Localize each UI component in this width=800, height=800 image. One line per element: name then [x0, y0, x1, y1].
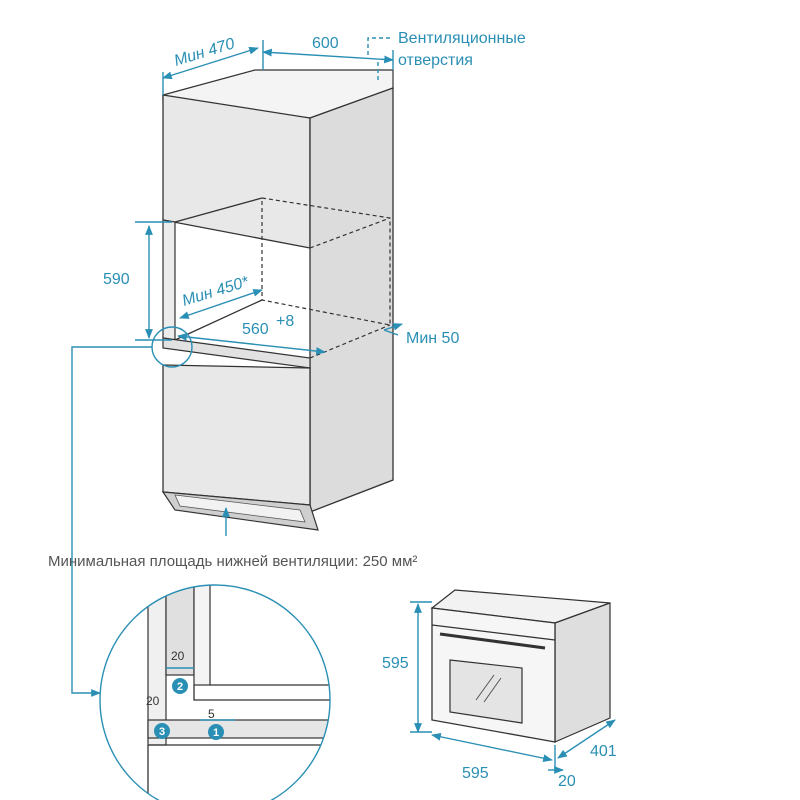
detail-circle-outline	[99, 584, 331, 800]
oven-window	[449, 659, 523, 724]
svg-text:3: 3	[159, 726, 165, 738]
cabinet-right-side	[309, 87, 394, 513]
oven-side	[554, 602, 611, 743]
vent-label-line2: отверстия	[398, 52, 473, 69]
niche-width-tolerance: +8	[276, 313, 294, 330]
detail-dim-left: 20	[146, 694, 160, 708]
detail-dim-top: 20	[171, 649, 185, 663]
bottom-vent-note: Минимальная площадь нижней вентиляции: 2…	[48, 553, 417, 570]
oven-width-label: 595	[462, 765, 489, 782]
niche-back-dashed	[261, 197, 391, 326]
oven-door-label: 20	[558, 773, 576, 790]
detail-zoom	[99, 584, 331, 800]
cabinet-lower-front	[162, 364, 311, 506]
oven-depth-label: 401	[590, 743, 617, 760]
svg-text:1: 1	[213, 727, 219, 739]
cabinet-dimensions	[71, 37, 403, 697]
vent-label-line1: Вентиляционные	[398, 30, 526, 47]
niche-height-label: 590	[103, 271, 130, 288]
oven-drawing	[430, 589, 611, 743]
niche-depth-label: Мин 450*	[180, 273, 251, 309]
cabinet-upper-front	[162, 94, 311, 249]
svg-text:2: 2	[177, 681, 183, 693]
badge-3: 3	[154, 723, 170, 739]
oven-handle	[439, 632, 546, 650]
cabinet-width-label: 600	[312, 35, 339, 52]
oven-dimensions	[410, 601, 616, 774]
detail-dim-bottom: 5	[208, 707, 215, 721]
badge-1: 1	[208, 724, 224, 740]
niche-width-label: 560	[242, 321, 269, 338]
rear-gap-label: Мин 50	[406, 330, 459, 347]
badge-2: 2	[172, 678, 188, 694]
niche-left-wall	[162, 219, 176, 341]
oven-height-label: 595	[382, 655, 409, 672]
